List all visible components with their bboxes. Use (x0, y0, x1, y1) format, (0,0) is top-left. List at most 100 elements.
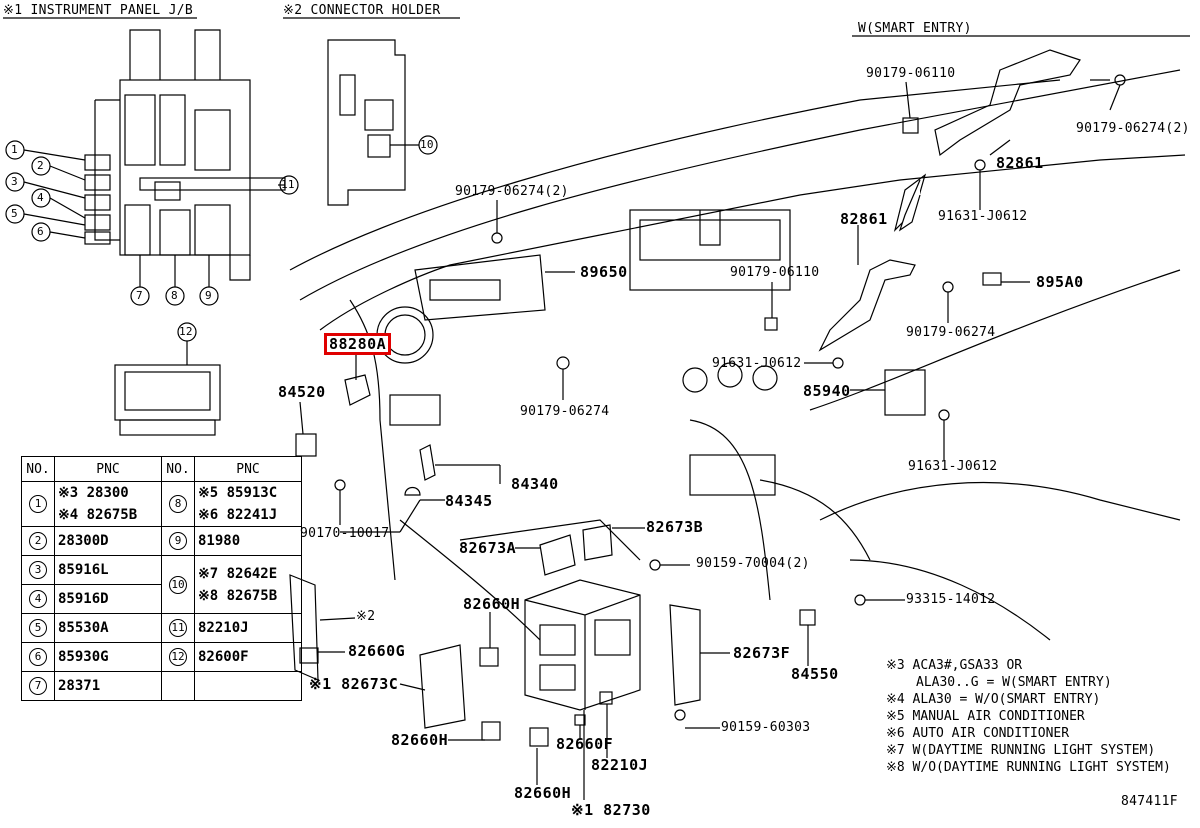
part-label-82660f[interactable]: 82660F (556, 735, 614, 753)
part-label-82660h-bottom[interactable]: 82660H (514, 784, 572, 802)
table-row: 3 85916L 10 ※7 82642E※8 82675B (21, 555, 302, 614)
part-label-82673b[interactable]: 82673B (646, 518, 704, 536)
part-label-91631-j0612-mid[interactable]: 91631-J0612 (712, 356, 802, 371)
pnc-value: ※8 82675B (198, 587, 278, 604)
table-row: 6 85930G 12 82600F (21, 642, 302, 672)
part-label-90159-60303[interactable]: 90159-60303 (721, 720, 811, 735)
receiver-85940-drawing (884, 369, 926, 416)
part-label-90179-06274-center[interactable]: 90179-06274 (520, 404, 610, 419)
part-label-90159-70004[interactable]: 90159-70004(2) (696, 556, 810, 571)
part-label-91631-j0612-top[interactable]: 91631-J0612 (938, 209, 1028, 224)
part-label-82660g[interactable]: 82660G (348, 642, 406, 660)
row-number: 4 (29, 590, 47, 608)
relay-block-drawing (524, 579, 641, 726)
jb-leader-lines (23, 149, 285, 287)
callout-9[interactable]: 9 (205, 289, 212, 302)
pnc-value: 82210J (194, 613, 302, 643)
part-label-connector-holder-ref: ※2 (356, 609, 376, 624)
row-number: 1 (29, 495, 47, 513)
pnc-table-header: NO. PNC NO. PNC (21, 456, 302, 482)
direction-arrow (898, 179, 921, 232)
part-label-90179-06110-mid[interactable]: 90179-06110 (730, 265, 820, 280)
instrument-panel-jb-drawing (84, 29, 286, 281)
row-number: 5 (29, 619, 47, 637)
part-label-89650[interactable]: 89650 (580, 263, 628, 281)
row-number: 8 (169, 495, 187, 513)
note-line: ※5 MANUAL AIR CONDITIONER (886, 709, 1085, 724)
callout-7[interactable]: 7 (136, 289, 143, 302)
callout-11[interactable]: 11 (281, 178, 295, 191)
connector-holder-drawing (327, 39, 419, 206)
note-line: ※6 AUTO AIR CONDITIONER (886, 726, 1070, 741)
callout-5[interactable]: 5 (11, 207, 18, 220)
part-label-84520[interactable]: 84520 (278, 383, 326, 401)
header-instrument-panel-jb: ※1 INSTRUMENT PANEL J/B (3, 3, 193, 18)
table-row: 7 28371 (21, 671, 302, 701)
row-number: 2 (29, 532, 47, 550)
pnc-value: 85916L (54, 555, 162, 585)
note-line: ※3 ACA3#,GSA33 OR (886, 658, 1023, 673)
jb-callout-circles (5, 135, 438, 342)
bracket-82673f-drawing (669, 604, 701, 721)
part-84550-drawing (799, 609, 816, 626)
note-line: ※4 ALA30 = W/O(SMART ENTRY) (886, 692, 1101, 707)
part-label-91631-j0612-bottom[interactable]: 91631-J0612 (908, 459, 998, 474)
pnc-value: ※5 85913C (198, 485, 278, 501)
pnc-value: ※6 82241J (198, 507, 278, 523)
part-label-82673c[interactable]: ※1 82673C (309, 675, 399, 693)
col-header-pnc: PNC (194, 456, 302, 482)
part-label-82861-top[interactable]: 82861 (996, 154, 1044, 172)
part-label-82673a[interactable]: 82673A (459, 539, 517, 557)
ecu-drawing (114, 341, 221, 436)
callout-4[interactable]: 4 (37, 191, 44, 204)
col-header-no: NO. (161, 456, 195, 482)
pnc-table: NO. PNC NO. PNC 1 ※3 28300※4 82675B 8 ※5… (21, 456, 302, 701)
part-label-90179-06274-2[interactable]: 90179-06274(2) (455, 184, 569, 199)
part-label-84345[interactable]: 84345 (445, 492, 493, 510)
part-label-82730[interactable]: ※1 82730 (571, 801, 651, 819)
part-label-90179-06274-top[interactable]: 90179-06274(2) (1076, 121, 1190, 136)
part-label-93315-14012[interactable]: 93315-14012 (906, 592, 996, 607)
part-label-84340[interactable]: 84340 (511, 475, 559, 493)
part-label-82210j[interactable]: 82210J (591, 756, 649, 774)
dashboard-outline (289, 69, 1186, 641)
row-number: 6 (29, 648, 47, 666)
callout-8[interactable]: 8 (171, 289, 178, 302)
pnc-value: 85930G (54, 642, 162, 672)
part-label-90170-10017[interactable]: 90170-10017 (300, 526, 390, 541)
callout-6[interactable]: 6 (37, 225, 44, 238)
table-row: 5 85530A 11 82210J (21, 613, 302, 643)
callout-12[interactable]: 12 (179, 325, 193, 338)
brackets-82673-drawing (539, 524, 661, 576)
table-row: 1 ※3 28300※4 82675B 8 ※5 85913C※6 82241J (21, 481, 302, 527)
part-label-82660h-top[interactable]: 82660H (463, 595, 521, 613)
part-label-90179-06274-right[interactable]: 90179-06274 (906, 325, 996, 340)
callout-2[interactable]: 2 (37, 159, 44, 172)
callout-1[interactable]: 1 (11, 143, 18, 156)
part-label-88280a-highlighted[interactable]: 88280A (324, 333, 392, 355)
part-label-90179-06110[interactable]: 90179-06110 (866, 66, 956, 81)
row-number: 3 (29, 561, 47, 579)
row-number: 12 (169, 648, 187, 666)
callout-10[interactable]: 10 (420, 138, 434, 151)
illustration-id: 847411F (1121, 794, 1178, 809)
module-89650-drawing (414, 232, 570, 370)
row-number: 11 (169, 619, 187, 637)
part-label-82861-mid[interactable]: 82861 (840, 210, 888, 228)
part-label-82673f[interactable]: 82673F (733, 644, 791, 662)
part-label-85940[interactable]: 85940 (803, 382, 851, 400)
pnc-value: 81980 (194, 526, 302, 556)
row-number: 7 (29, 677, 47, 695)
pnc-value: 85530A (54, 613, 162, 643)
part-label-84550[interactable]: 84550 (791, 665, 839, 683)
pnc-value: 28300D (54, 526, 162, 556)
small-parts-drawing (295, 374, 436, 496)
col-header-no: NO. (21, 456, 55, 482)
col-header-pnc: PNC (54, 456, 162, 482)
pnc-value: 28371 (54, 671, 162, 701)
part-label-82660h-mid[interactable]: 82660H (391, 731, 449, 749)
part-label-895a0[interactable]: 895A0 (1036, 273, 1084, 291)
callout-3[interactable]: 3 (11, 175, 18, 188)
note-line: ※7 W(DAYTIME RUNNING LIGHT SYSTEM) (886, 743, 1156, 758)
bracket-82673c-drawing (289, 574, 549, 747)
